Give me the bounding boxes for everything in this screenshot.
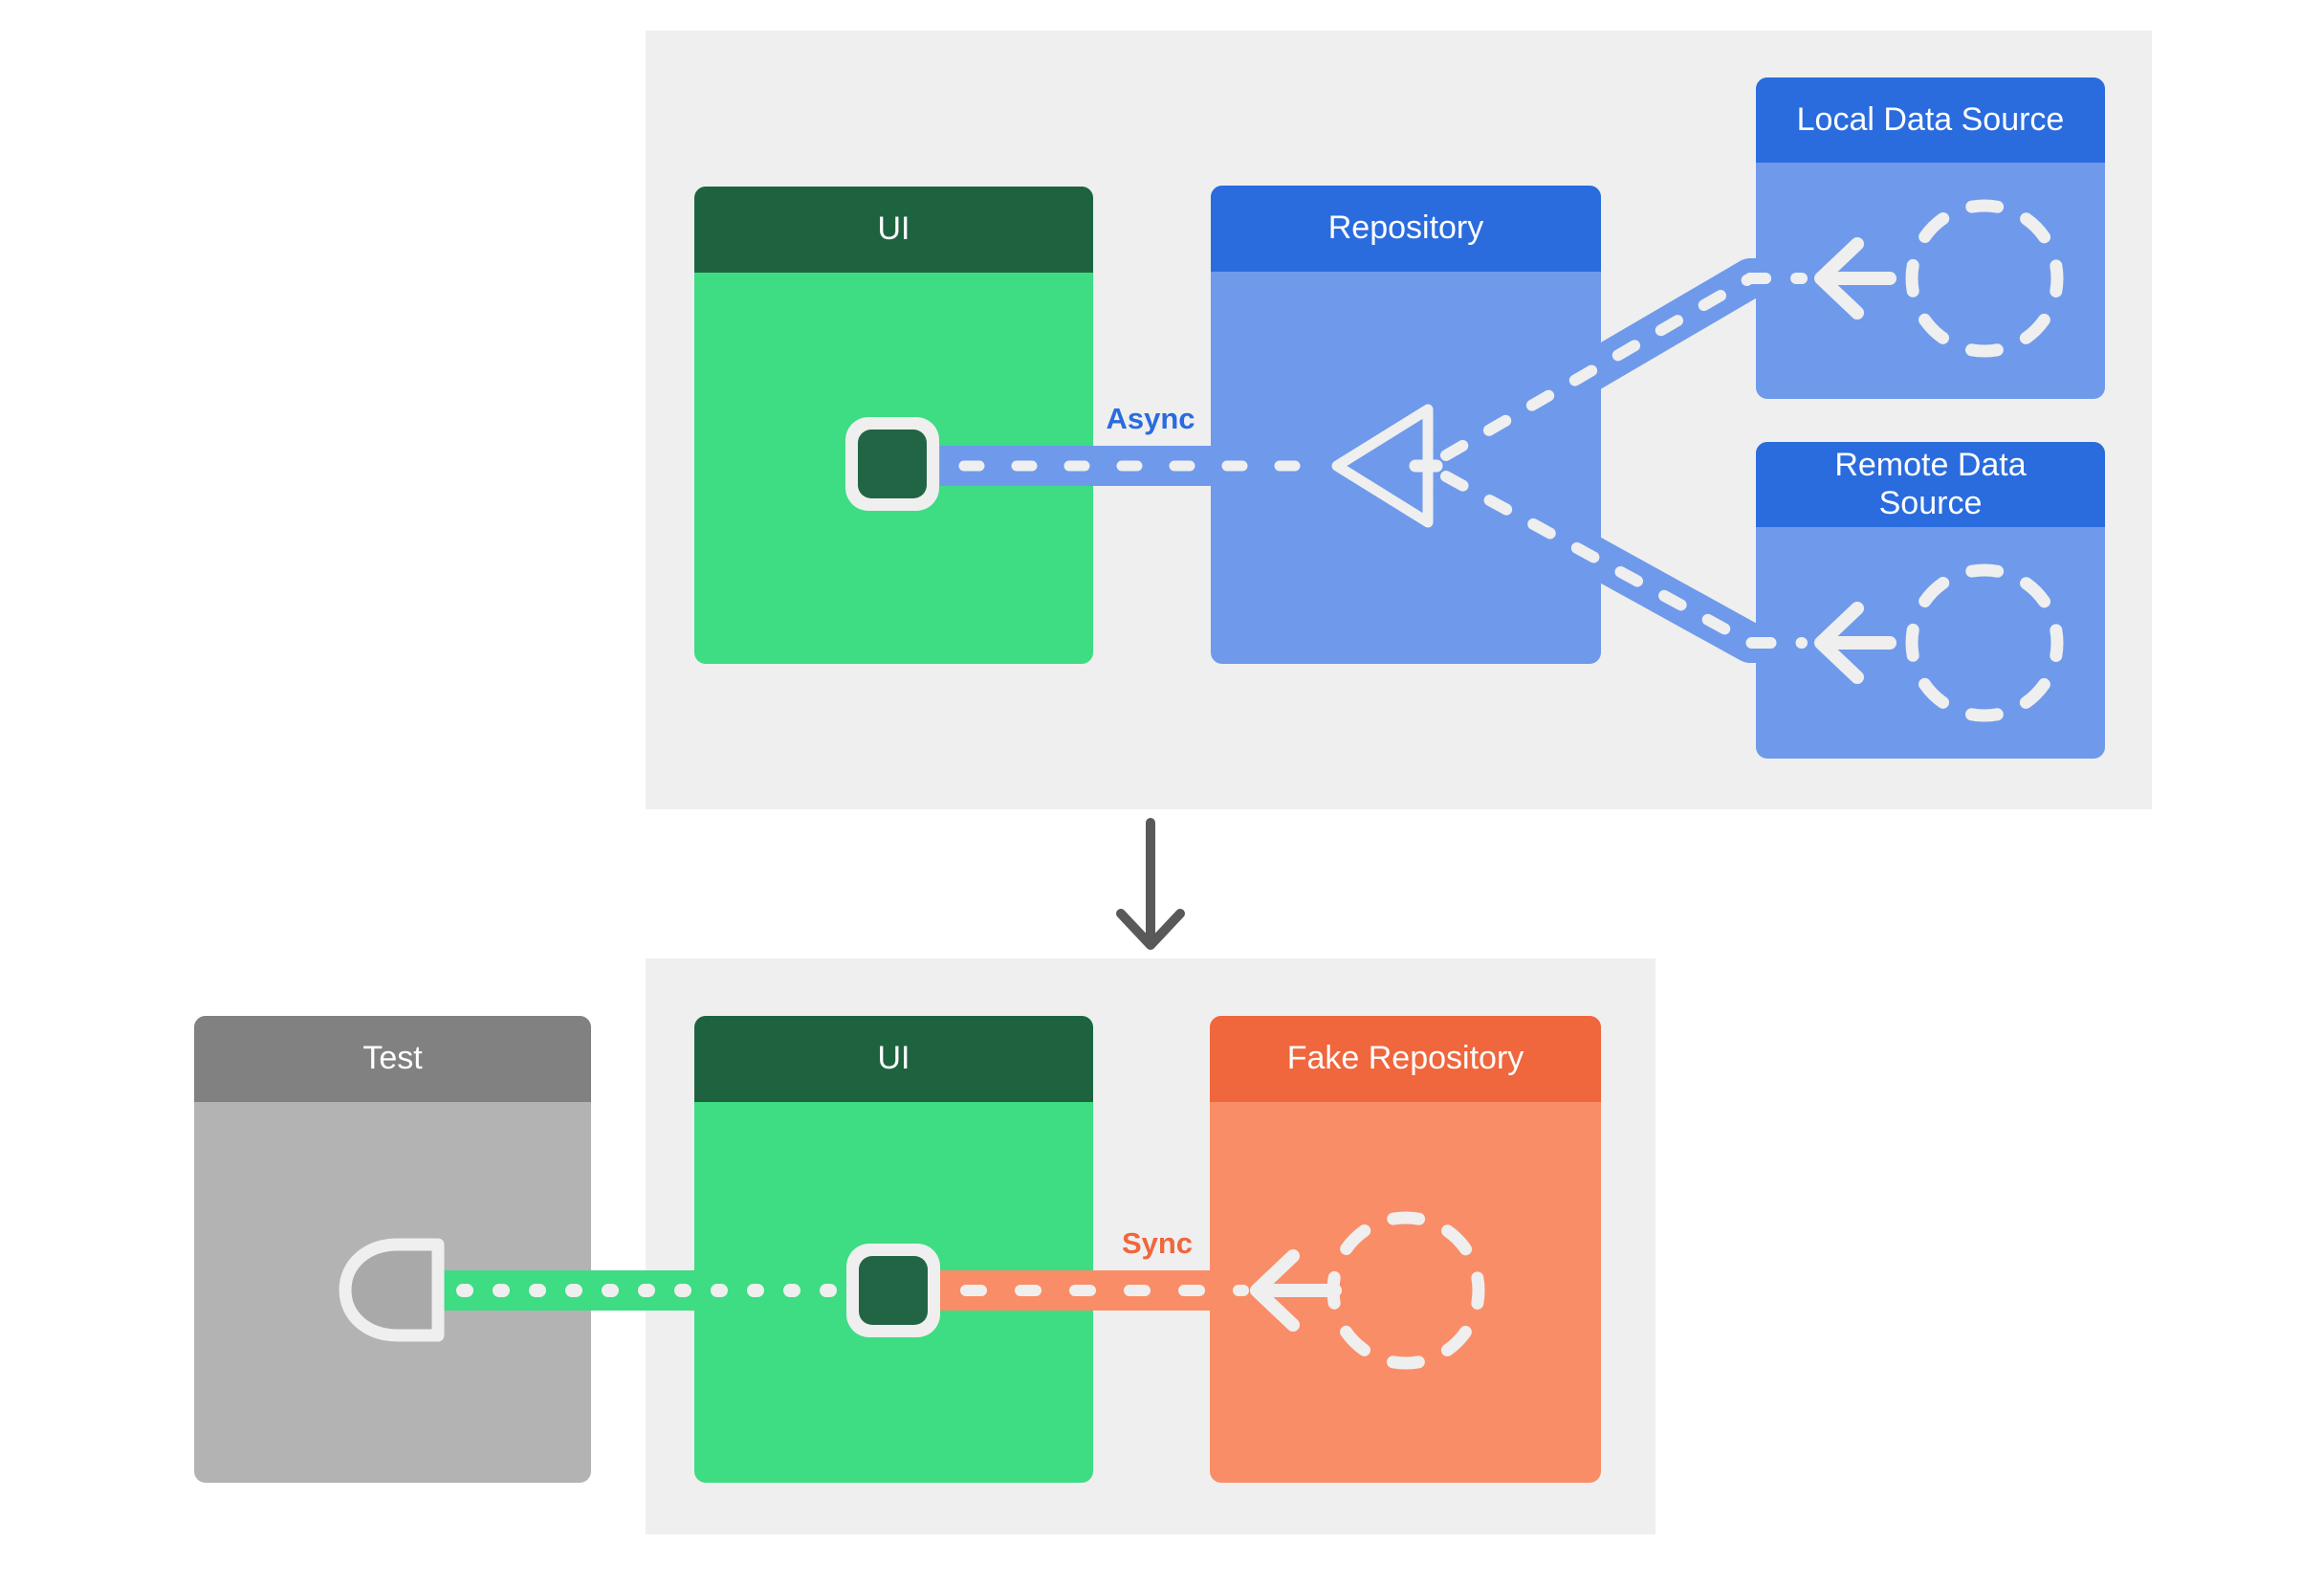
fake-repository-header: Fake Repository bbox=[1210, 1016, 1601, 1102]
ui-box-top: UI bbox=[694, 187, 1093, 664]
repository-box-header: Repository bbox=[1211, 186, 1601, 272]
async-label: Async bbox=[1106, 402, 1195, 435]
ui-box-bottom-header: UI bbox=[694, 1016, 1093, 1102]
ui-box-bottom-label: UI bbox=[877, 1040, 910, 1077]
fake-repository-label: Fake Repository bbox=[1286, 1040, 1524, 1077]
test-box-label: Test bbox=[362, 1040, 423, 1077]
ui-box-bottom: UI bbox=[694, 1016, 1093, 1483]
remote-data-source-box: Remote Data Source bbox=[1756, 442, 2105, 759]
local-data-source-box: Local Data Source bbox=[1756, 77, 2105, 399]
test-box-header: Test bbox=[194, 1016, 591, 1102]
ui-box-top-header: UI bbox=[694, 187, 1093, 273]
sync-label: Sync bbox=[1121, 1226, 1194, 1260]
local-data-source-label: Local Data Source bbox=[1796, 100, 2065, 138]
remote-data-source-label: Remote Data Source bbox=[1834, 447, 2027, 521]
local-data-source-header: Local Data Source bbox=[1756, 77, 2105, 163]
ui-box-top-label: UI bbox=[877, 210, 910, 248]
test-box: Test bbox=[194, 1016, 591, 1483]
repository-box-label: Repository bbox=[1327, 209, 1484, 247]
fake-repository-box: Fake Repository bbox=[1210, 1016, 1601, 1483]
down-arrow-icon bbox=[1116, 818, 1185, 950]
repository-box: Repository bbox=[1211, 186, 1601, 664]
remote-data-source-header: Remote Data Source bbox=[1756, 442, 2105, 527]
